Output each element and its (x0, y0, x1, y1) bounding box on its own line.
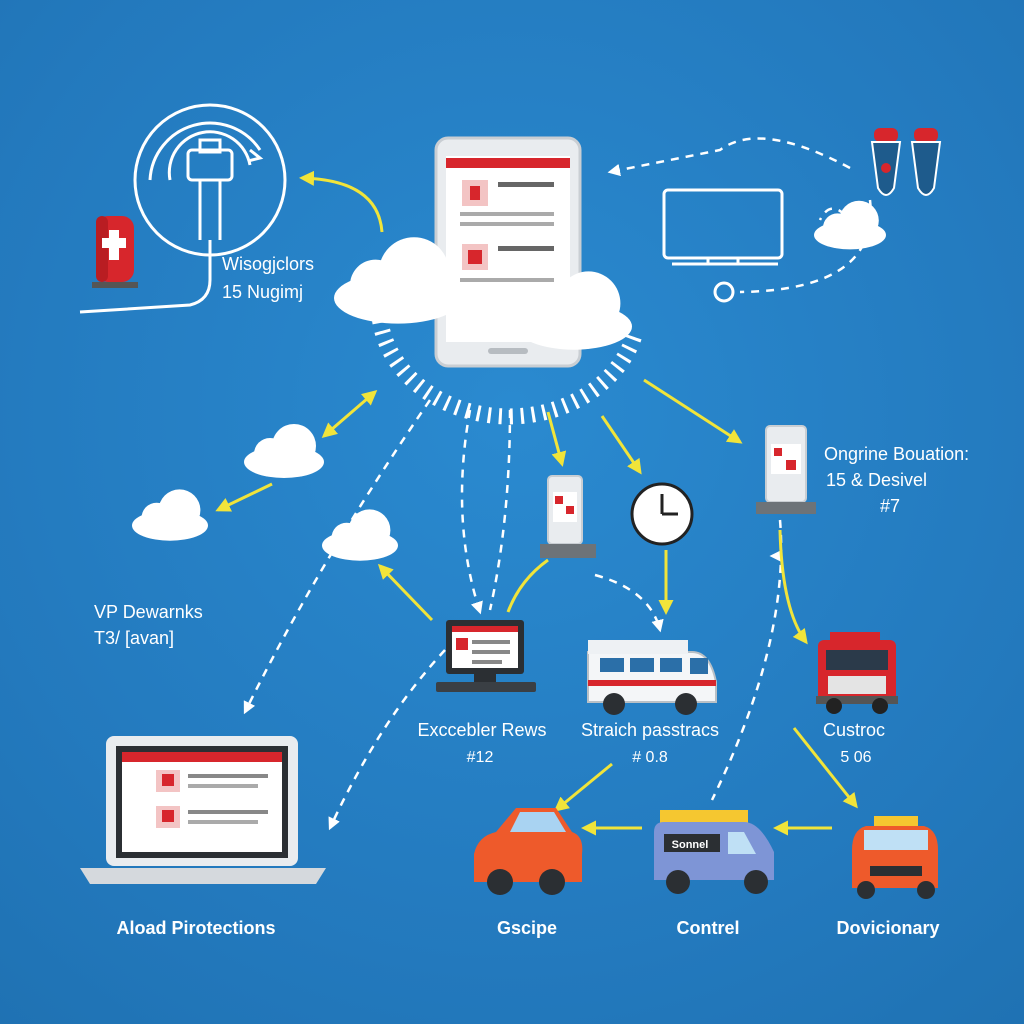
left-mid-label-1: VP Dewarnks (94, 602, 203, 622)
van-sign: Sonnel (672, 839, 709, 851)
car-label: Gscipe (496, 918, 558, 938)
firetruck-node-title: Custroc (822, 720, 886, 740)
server-tower-icon (79, 103, 287, 314)
monitor-node-title: Exccebler Rews (417, 720, 547, 740)
yellow-arrows (215, 170, 858, 836)
monitor-icon (662, 188, 784, 266)
monitor-icon (436, 620, 536, 692)
firetruck-node-code: 5 06 (840, 749, 872, 766)
pin-marker-icon (870, 128, 942, 196)
top-left-label-2: 15 Nugimj (222, 282, 304, 302)
clock-icon (630, 482, 694, 546)
ambulance-node-code: # 0.8 (632, 749, 668, 766)
laptop-label: Aload Pirotections (116, 918, 276, 938)
van-label: Contrel (676, 918, 740, 938)
top-left-label-1: Wisogjclors (222, 254, 315, 274)
fire-hydrant-icon (92, 216, 138, 288)
top-right-label-2: 15 & Desivel (826, 470, 928, 490)
dashed-links (243, 137, 872, 831)
top-right-label-1: Ongrine Bouation: (824, 444, 970, 464)
top-right-label-3: #7 (880, 496, 901, 516)
ambulance-node-title: Straich passtracs (580, 720, 720, 740)
taxi-label: Dovicionary (836, 918, 940, 938)
ambulance-icon (587, 640, 717, 715)
laptop-icon (80, 736, 326, 884)
taxi-icon (852, 816, 938, 899)
left-mid-label-2: T3/ [avan] (94, 628, 175, 648)
van-icon (654, 810, 774, 894)
monitor-node-code: #12 (466, 749, 494, 766)
fire-truck-icon (816, 632, 898, 714)
kiosk-icon (540, 425, 816, 558)
car-icon (474, 808, 583, 895)
